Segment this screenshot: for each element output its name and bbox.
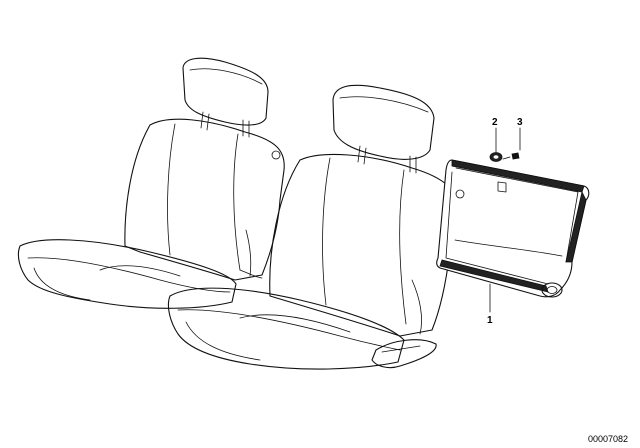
left-seat [17, 57, 285, 309]
callout-3: 3 [517, 117, 523, 128]
leader-lines [489, 127, 521, 313]
callout-1: 1 [487, 315, 493, 326]
fastener-part-2 [489, 152, 503, 162]
seat-back-panel [436, 159, 590, 298]
callout-2: 2 [492, 117, 498, 128]
drawing-code: 00007082 [588, 434, 628, 444]
screw-part-3 [502, 152, 520, 160]
right-seat [167, 84, 459, 370]
